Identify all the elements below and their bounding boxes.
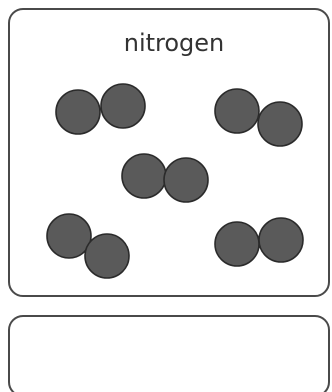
- empty-box: [8, 315, 330, 392]
- nitrogen-atom: [257, 101, 303, 147]
- nitrogen-atom: [214, 88, 260, 134]
- nitrogen-molecule: [55, 83, 146, 135]
- molecule-group: [46, 83, 304, 279]
- nitrogen-atom: [100, 83, 146, 129]
- nitrogen-atom: [84, 233, 130, 279]
- nitrogen-box: nitrogen: [8, 8, 330, 297]
- empty-box-border: [8, 315, 330, 392]
- nitrogen-molecule: [46, 213, 130, 279]
- nitrogen-box-border: [8, 8, 330, 297]
- nitrogen-atom: [258, 217, 304, 263]
- nitrogen-atom: [121, 153, 167, 199]
- box-label: nitrogen: [124, 29, 225, 57]
- nitrogen-atom: [55, 89, 101, 135]
- nitrogen-molecule: [214, 217, 304, 267]
- nitrogen-molecule: [214, 88, 303, 147]
- nitrogen-molecule: [121, 153, 209, 203]
- nitrogen-atom: [214, 221, 260, 267]
- nitrogen-atom: [46, 213, 92, 259]
- nitrogen-atom: [163, 157, 209, 203]
